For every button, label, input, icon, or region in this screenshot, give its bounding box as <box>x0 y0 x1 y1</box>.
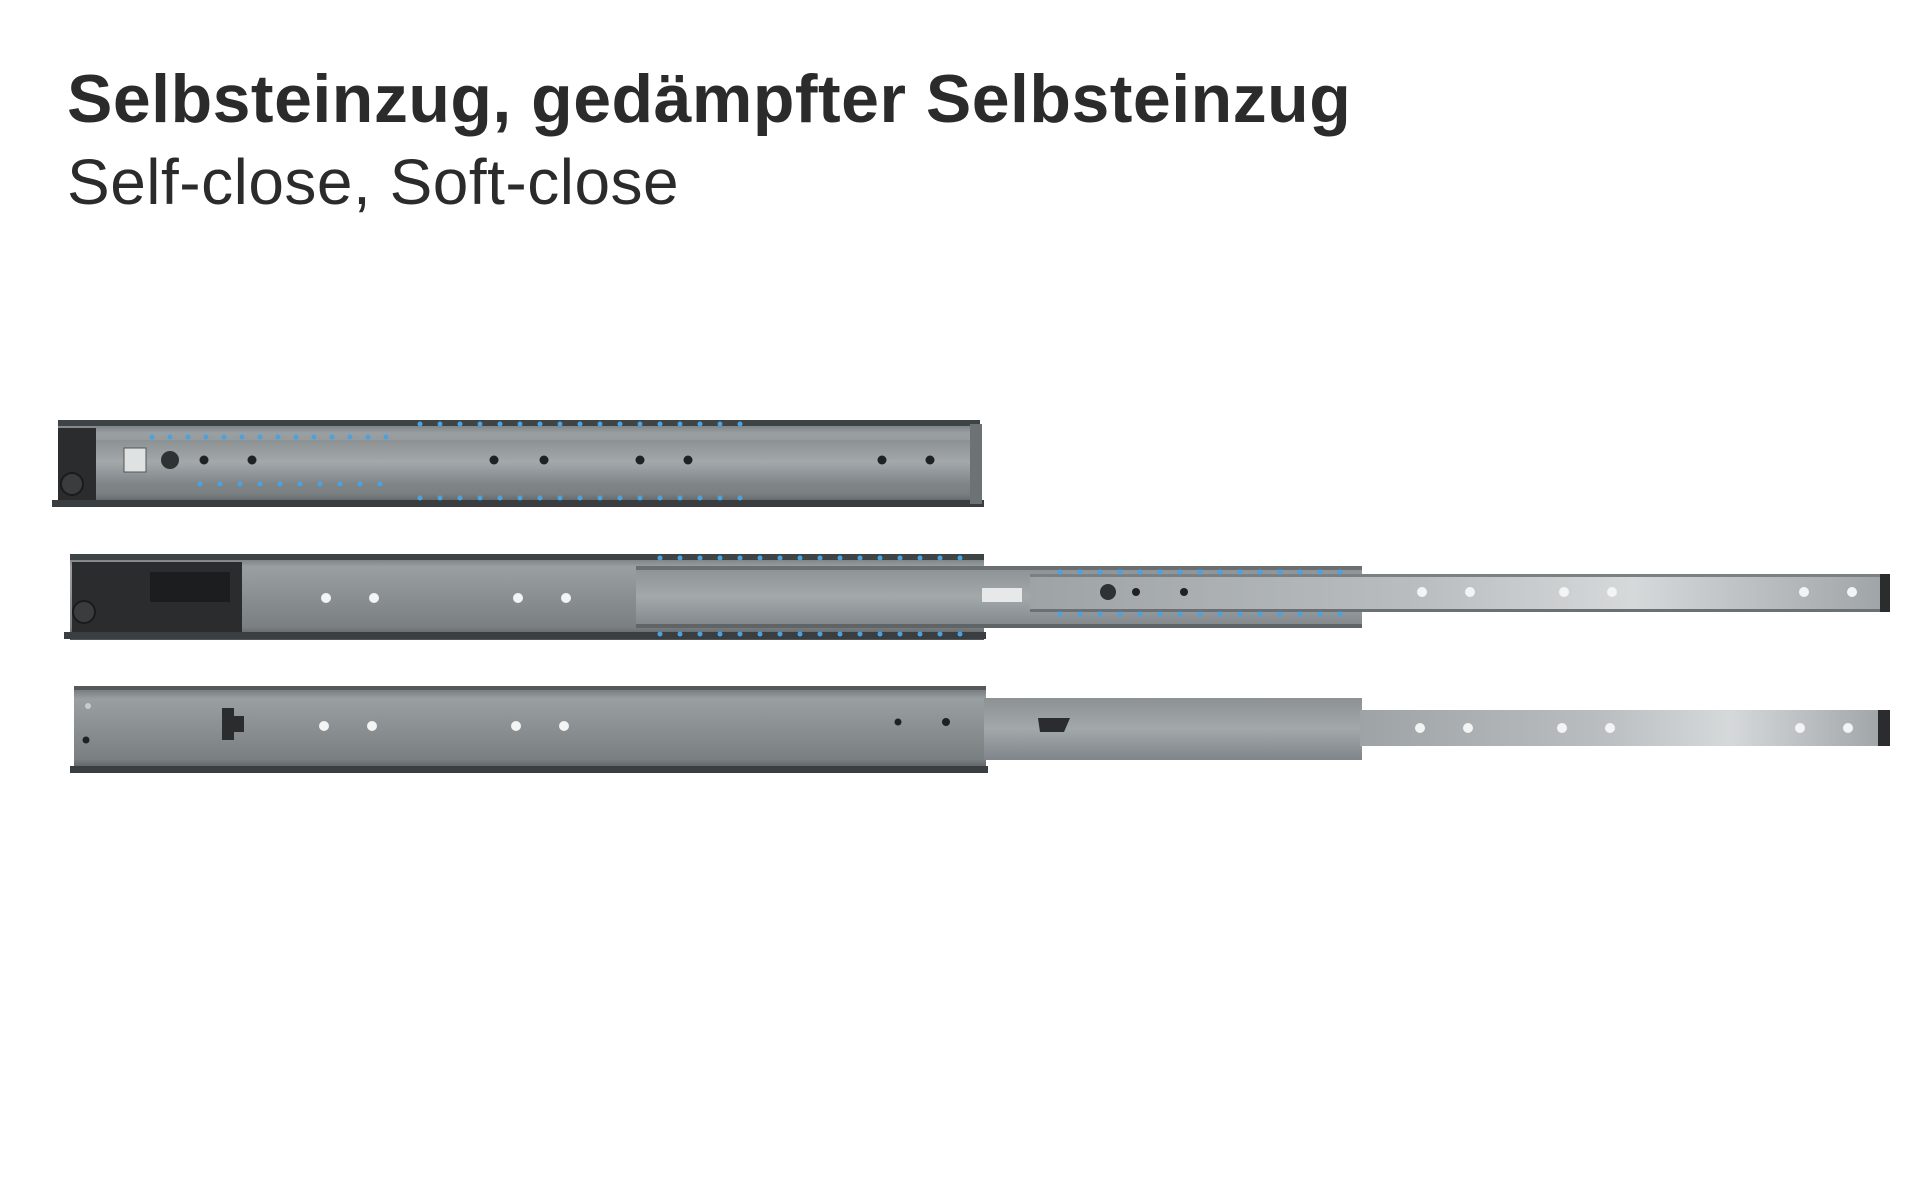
ball-bearings-extended <box>657 555 1343 637</box>
rail-closed-label-plate <box>123 447 147 473</box>
slot <box>982 588 1022 602</box>
outer-member <box>74 686 986 772</box>
rail-closed-bottom-edge <box>52 500 984 507</box>
ball-bearings-top <box>149 421 743 440</box>
rail-closed-end-cap <box>970 424 982 504</box>
rail-extended-mounting-holes <box>321 587 1857 603</box>
page-title: Selbsteinzug, gedämpfter Selbsteinzug <box>67 61 1352 137</box>
screw-hole <box>1100 584 1116 600</box>
rail-extended-outside-view <box>70 686 1890 773</box>
latch <box>1038 718 1070 732</box>
inner-member <box>1030 574 1890 612</box>
rail-extended-with-mechanism <box>64 554 1890 640</box>
inner-member-end-cap <box>1878 710 1890 746</box>
screw-hole <box>161 451 179 469</box>
bracket-clip <box>222 708 244 740</box>
inner-member-end-cap <box>1880 574 1890 612</box>
rail-closed-mounting-holes <box>199 455 935 465</box>
rail-closed-inner <box>92 440 972 484</box>
mechanism-black-part <box>58 428 96 500</box>
page-subtitle: Self-close, Soft-close <box>67 146 680 218</box>
inner-member <box>1360 710 1888 746</box>
rail-outside-mounting-holes <box>82 703 1853 744</box>
rail-closed <box>52 420 984 507</box>
ball-bearings-bottom <box>197 481 743 501</box>
soft-close-mechanism <box>72 562 242 632</box>
